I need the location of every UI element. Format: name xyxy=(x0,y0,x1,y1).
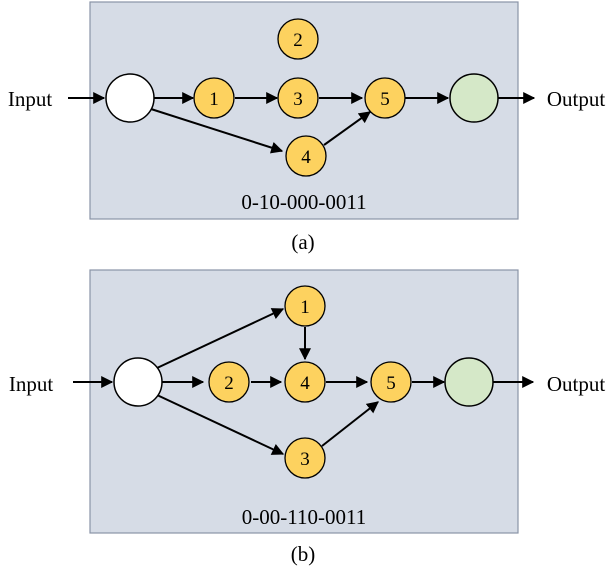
panel-a-node-4-label: 4 xyxy=(301,147,311,168)
panel-b-node-2 xyxy=(208,361,250,403)
panel-a-node-2 xyxy=(277,18,319,60)
panel-b-node-3 xyxy=(284,437,326,479)
panel-b-node-1 xyxy=(284,285,326,327)
panel-b-input-node xyxy=(113,357,163,407)
panel-b-edge-in-to-n3 xyxy=(156,394,285,455)
panel-a-code: 0-10-000-0011 xyxy=(241,190,366,214)
panel-a-node-1 xyxy=(193,77,235,119)
panel-a-output-node xyxy=(449,73,499,123)
panel-b-node-5 xyxy=(370,361,412,403)
panel-a-node-3 xyxy=(277,77,319,119)
panel-a-caption: (a) xyxy=(291,230,314,254)
panel-a-node-1-label: 1 xyxy=(209,89,219,110)
panel-a-input-node xyxy=(105,73,155,123)
panel-b-node-4 xyxy=(284,361,326,403)
panel-b-node-3-label: 3 xyxy=(300,449,310,470)
panel-a-node-4 xyxy=(285,135,327,177)
panel-b-code: 0-00-110-0011 xyxy=(242,505,366,529)
panel-a-node-5-label: 5 xyxy=(380,89,390,110)
panel-b-output-label: Output xyxy=(547,372,606,396)
panel-b: Input Output 1 2 4 3 5 0-00-110-0011 xyxy=(9,269,606,534)
panel-a-edge-in-to-n4 xyxy=(150,108,284,154)
panel-b-node-2-label: 2 xyxy=(224,373,234,394)
panel-b-input-label: Input xyxy=(9,372,53,396)
panel-b-caption: (b) xyxy=(291,542,316,566)
panel-b-node-5-label: 5 xyxy=(386,373,396,394)
panel-b-output-node xyxy=(444,357,494,407)
panel-a-node-3-label: 3 xyxy=(293,89,303,110)
panel-b-node-4-label: 4 xyxy=(300,373,310,394)
panel-a-node-5 xyxy=(364,77,406,119)
panel-b-node-1-label: 1 xyxy=(300,297,310,318)
panel-a-node-2-label: 2 xyxy=(293,30,303,51)
panel-a-output-label: Output xyxy=(547,87,606,111)
panel-a-edge-n4-to-n5 xyxy=(323,111,371,146)
panel-a-input-label: Input xyxy=(8,87,52,111)
panel-b-edge-in-to-n1 xyxy=(156,308,285,369)
panel-a: Input Output 2 1 3 4 5 0-10-000-0011 xyxy=(8,1,606,220)
panel-b-edge-n3-to-n5 xyxy=(321,401,379,447)
